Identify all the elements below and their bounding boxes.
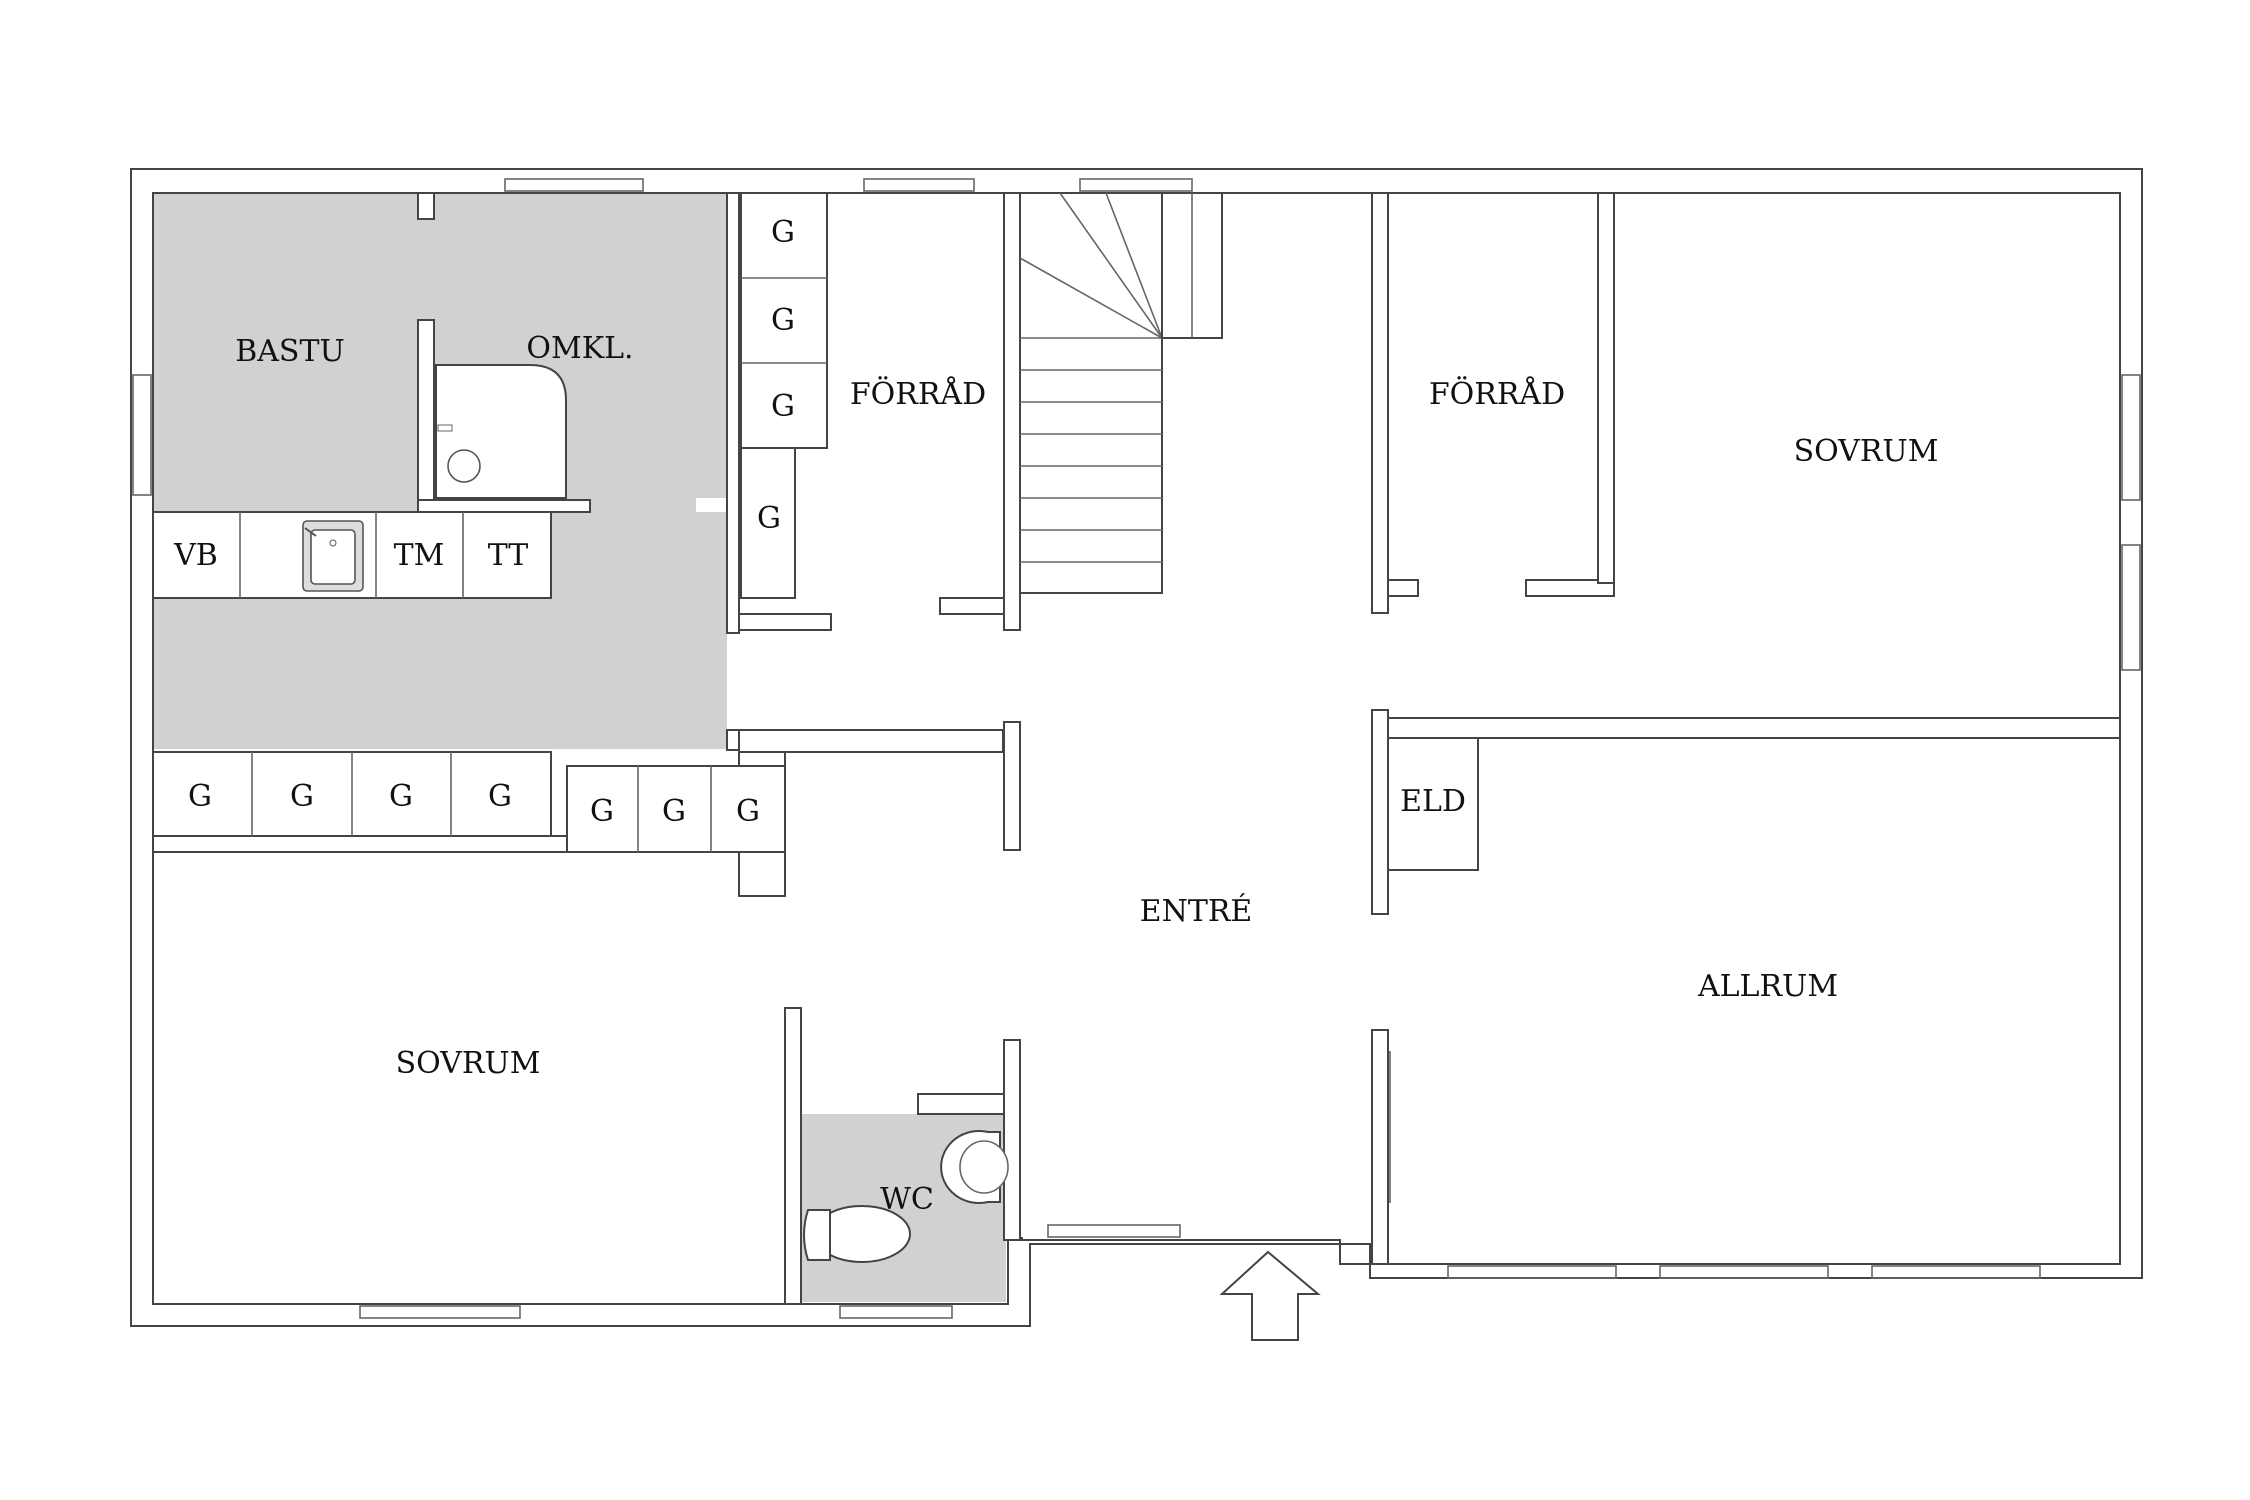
wardrobe-label: G	[590, 794, 614, 829]
room-label-eld: ELD	[1400, 784, 1466, 819]
fixture-label-tm: TM	[394, 538, 445, 573]
room-label-sovrum-right: SOVRUM	[1794, 434, 1939, 469]
fireplace-box	[1387, 737, 1479, 871]
washbasin-icon	[940, 1130, 1009, 1204]
room-label-bastu: BASTU	[235, 334, 345, 369]
fixture-label-vb: VB	[173, 538, 218, 573]
wardrobe-label: G	[389, 779, 413, 814]
wardrobe-label: G	[662, 794, 686, 829]
wardrobe-label: G	[290, 779, 314, 814]
wardrobe-label: G	[757, 501, 781, 536]
entrance-arrow-icon	[1219, 1250, 1321, 1341]
room-label-allrum: ALLRUM	[1697, 969, 1838, 1004]
sink-icon	[302, 520, 364, 592]
wardrobe-label: G	[771, 303, 795, 338]
room-label-sovrum-left: SOVRUM	[396, 1046, 541, 1081]
shower-icon	[435, 364, 567, 499]
room-label-entre: ENTRÉ	[1140, 893, 1253, 929]
wardrobe-label: G	[736, 794, 760, 829]
wardrobe-label: G	[188, 779, 212, 814]
wardrobe-label: G	[771, 389, 795, 424]
room-label-forrad-left: FÖRRÅD	[850, 376, 986, 412]
wardrobe-row-left	[152, 751, 786, 853]
staircase-icon	[1019, 192, 1223, 594]
kitchenette-counter	[152, 511, 552, 599]
toilet-icon	[803, 1205, 911, 1263]
room-label-omkl: OMKL.	[526, 331, 633, 366]
wardrobe-label: G	[488, 779, 512, 814]
fixture-label-tt: TT	[488, 538, 529, 573]
room-labels: BASTU OMKL. FÖRRÅD FÖRRÅD SOVRUM ENTRÉ A…	[173, 215, 1938, 1217]
wardrobe-label: G	[771, 215, 795, 250]
wardrobe-column	[740, 192, 828, 599]
room-label-wc: WC	[880, 1182, 934, 1217]
room-label-forrad-right: FÖRRÅD	[1429, 376, 1565, 412]
outer-wall	[130, 168, 2143, 1327]
